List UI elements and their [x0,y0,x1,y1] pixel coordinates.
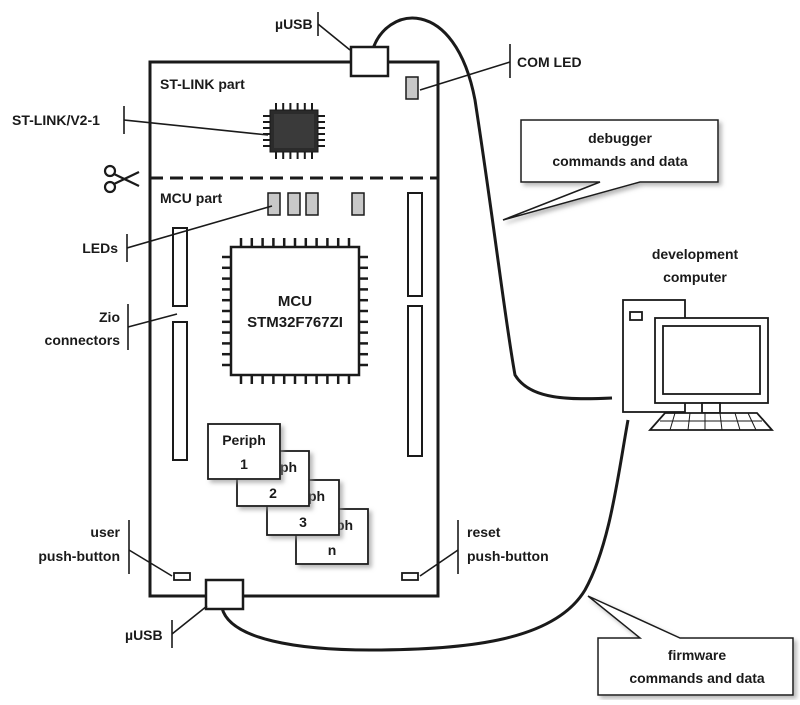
label-reset-button-1: reset [467,524,501,540]
leader-lines [123,12,511,648]
label-usb-bottom: µUSB [125,627,163,643]
label-stlink-part: ST-LINK part [160,76,245,92]
com-led [405,76,419,100]
label-user-button-1: user [90,524,120,540]
label-zio-1: Zio [99,309,120,325]
peripheral-1-top: Periph [222,432,266,448]
usb-connector-bottom [204,578,245,611]
firmware-callout-line1: firmware [668,647,727,663]
label-leds: LEDs [82,240,118,256]
user-push-button [173,572,191,581]
computer-icon [622,299,774,431]
peripheral-1 [207,423,281,480]
label-usb-top: µUSB [275,16,313,32]
bottom-usb-cable [220,419,630,652]
label-dev-computer-1: development [652,246,739,262]
stlink-chip [263,103,325,159]
mcu-part-number: STM32F767ZI [247,314,343,331]
label-zio-2: connectors [45,332,121,348]
peripheral-n-number: n [328,542,337,558]
debugger-callout: debugger commands and data [502,119,719,221]
peripheral-3-top: ph [308,488,325,504]
debugger-callout-line2: commands and data [552,153,688,169]
zio-connectors [172,192,423,461]
mcu-leds [267,192,365,216]
label-dev-computer-2: computer [663,269,727,285]
peripheral-2-top: ph [280,459,297,475]
mcu-chip: MCU STM32F767ZI [222,238,368,384]
peripheral-2-number: 2 [269,485,277,501]
peripheral-1-number: 1 [240,456,248,472]
firmware-callout: firmware commands and data [587,595,794,696]
label-stlink-chip: ST-LINK/V2-1 [12,112,100,128]
firmware-callout-line2: commands and data [629,670,765,686]
label-com-led: COM LED [517,54,582,70]
label-reset-button-2: push-button [467,548,549,564]
peripheral-3-number: 3 [299,514,307,530]
peripheral-n-top: ph [336,517,353,533]
label-user-button-2: push-button [38,548,120,564]
top-usb-cable [370,16,613,401]
label-mcu-part: MCU part [160,190,223,206]
scissors-icon [103,164,140,194]
reset-push-button [401,572,419,581]
usb-connector-top [349,45,390,78]
mcu-name: MCU [278,293,312,310]
debugger-callout-line1: debugger [588,130,652,146]
